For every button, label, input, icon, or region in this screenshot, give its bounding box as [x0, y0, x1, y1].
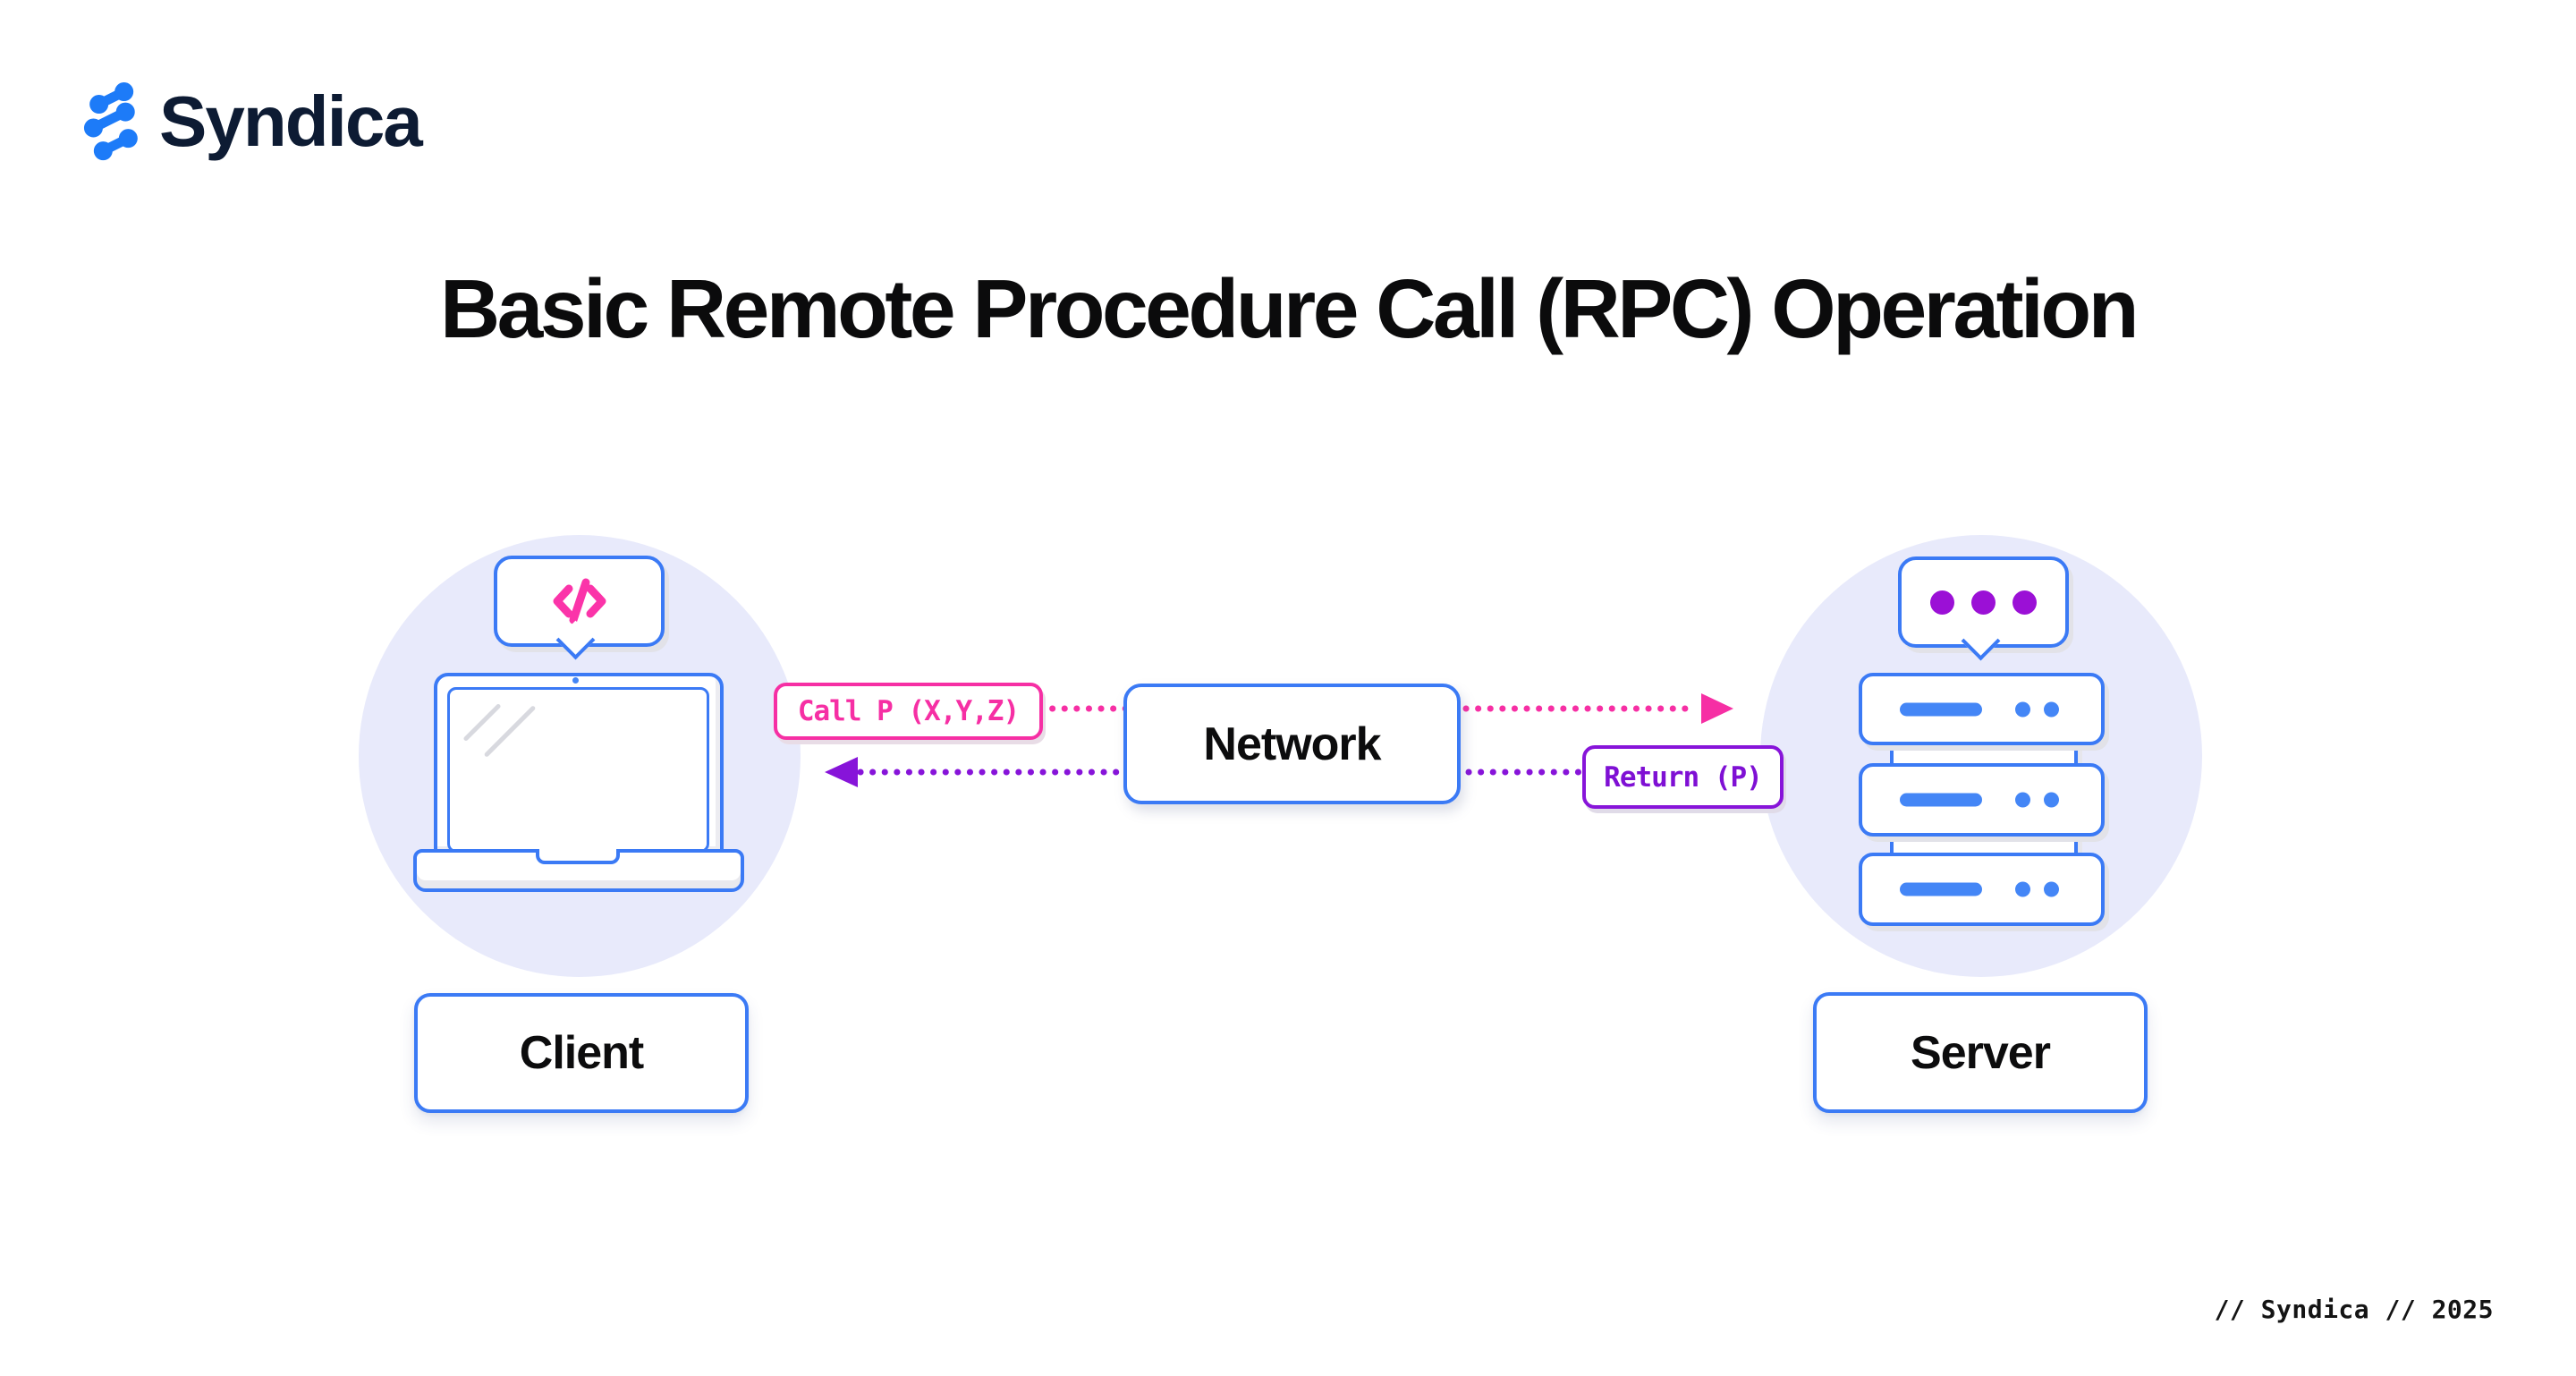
server-rack-unit [1859, 853, 2105, 926]
ellipsis-dot [1971, 590, 1996, 615]
rack-dot [2015, 701, 2030, 717]
rack-dot [2015, 881, 2030, 897]
client-node-label: Client [414, 993, 749, 1113]
laptop-screen [447, 687, 709, 853]
rack-dot [2015, 792, 2030, 808]
server-rack-unit [1859, 763, 2105, 837]
rack-dot [2044, 701, 2059, 717]
server-node-label: Server [1813, 992, 2148, 1113]
laptop-notch [536, 849, 620, 864]
call-message-label: Call P (X,Y,Z) [774, 683, 1043, 740]
ellipsis-dot [2012, 590, 2037, 615]
network-node: Network [1123, 684, 1461, 804]
rack-led-bar [1900, 702, 1982, 716]
code-icon [553, 578, 606, 624]
laptop-camera-dot [572, 677, 579, 684]
rack-led-bar [1900, 882, 1982, 896]
ellipsis-icon [1930, 590, 2037, 615]
server-rack-unit [1859, 673, 2105, 745]
footer-credit: // Syndica // 2025 [2214, 1295, 2494, 1324]
brand-logo: Syndica [82, 81, 423, 161]
screen-glare-line [462, 702, 502, 743]
rack-led-bar [1900, 793, 1982, 807]
brand-name: Syndica [159, 81, 423, 161]
syndica-logo-icon [83, 82, 138, 161]
rack-dot [2044, 881, 2059, 897]
rack-dot [2044, 792, 2059, 808]
call-arrowhead [1701, 693, 1733, 724]
return-arrowhead [825, 757, 858, 787]
return-message-label: Return (P) [1582, 745, 1784, 809]
ellipsis-dot [1930, 590, 1954, 615]
page-title: Basic Remote Procedure Call (RPC) Operat… [440, 262, 2140, 355]
